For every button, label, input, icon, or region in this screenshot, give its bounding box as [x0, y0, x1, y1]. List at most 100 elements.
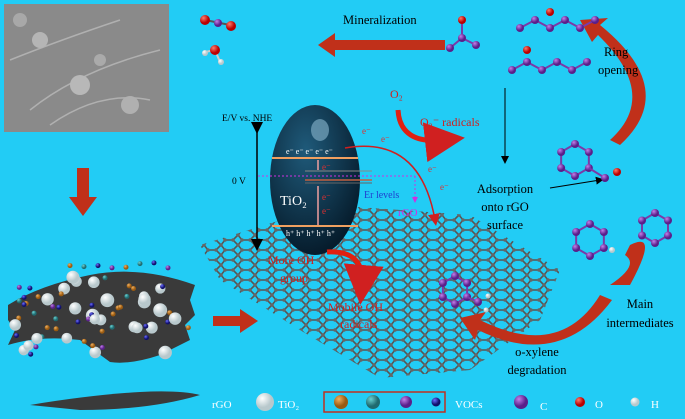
tio2-sphere [89, 314, 101, 325]
rgo-level-label: rGO [398, 207, 418, 219]
voc-sphere [334, 395, 348, 409]
o2-radicals-label: O₂⁻ radicals [420, 115, 480, 129]
carbon-atom [463, 279, 472, 287]
voc-sphere [160, 284, 166, 290]
adsorption-label: onto rGO [481, 200, 529, 214]
voc-sphere [16, 315, 22, 321]
voc-sphere [81, 338, 87, 344]
carbon-atom [446, 44, 454, 52]
carbon-atom [568, 66, 576, 74]
vb-holes: h⁺ h⁺ h⁺ h⁺ h⁺ [286, 229, 335, 238]
carbon-atom [583, 58, 591, 66]
voc-sphere [21, 302, 27, 307]
tio2-sphere [153, 303, 168, 318]
carbon-atom [516, 24, 524, 32]
voc-sphere [53, 316, 59, 322]
legend-tio2: TiO₂ [278, 399, 299, 411]
tio2-sphere [9, 319, 22, 331]
tio2-sphere [145, 321, 158, 334]
voc-sphere [16, 284, 22, 290]
tio2-sphere [41, 293, 54, 306]
carbon-atom [599, 228, 608, 236]
voc-sphere [126, 283, 132, 289]
carbon-atom [638, 216, 647, 225]
carbon-atom [451, 300, 459, 308]
vocs-legend-box [323, 391, 446, 413]
sem-micrograph [4, 4, 169, 132]
voc-sphere [90, 343, 96, 349]
carbon-atom [591, 16, 599, 24]
tio2-label: TiO₂ [280, 194, 307, 209]
voc-sphere [185, 325, 191, 331]
electron-label: e⁻ [362, 126, 371, 136]
voc-sphere [85, 316, 91, 322]
voc-sphere [81, 264, 87, 270]
tio2-sphere [69, 302, 82, 315]
tio2-particle: e⁻ e⁻ e⁻ e⁻ e⁻ h⁺ h⁺ h⁺ h⁺ h⁺ e⁻ e⁻ e⁻ T… [270, 105, 372, 255]
tio2-sphere [100, 293, 115, 308]
voc-sphere [99, 328, 105, 334]
voc-sphere [35, 294, 41, 300]
voc-sphere [143, 335, 149, 341]
tio2-sphere [158, 345, 172, 360]
voc-sphere [50, 304, 56, 309]
oxylene-label: o-xylene [515, 345, 559, 359]
carbon-atom [474, 298, 482, 306]
oxygen-atom [458, 16, 466, 24]
tio2-sphere [168, 312, 182, 325]
molecules [200, 8, 672, 313]
legend-h: H [651, 399, 659, 411]
carbon-atom [531, 16, 539, 24]
carbon-atom [586, 220, 594, 228]
voc-sphere [89, 302, 95, 308]
voc-sphere [99, 345, 105, 350]
voc-sphere [75, 319, 81, 325]
oxylene-label: degradation [507, 363, 567, 377]
adsorption-label: Adsorption [477, 182, 534, 196]
main-intermediates-label: Main [627, 297, 654, 311]
carbon-atom [214, 19, 222, 27]
voc-sphere [110, 311, 116, 317]
electron-label: e⁻ [322, 162, 331, 172]
down-arrow [69, 168, 97, 216]
ring-opening-label: opening [598, 63, 639, 77]
hydrogen-atom [485, 293, 491, 299]
tio2-legend-sphere [256, 393, 274, 411]
voc-sphere [31, 310, 37, 316]
voc-sphere [28, 351, 34, 357]
hydrogen-atom [218, 59, 224, 65]
voc-sphere [21, 294, 27, 300]
intermediates-arrow [610, 241, 645, 285]
rgo-composite-sheet [8, 260, 195, 363]
er-levels-label: Er levels [364, 190, 399, 201]
carbon-atom [546, 24, 554, 32]
voc-sphere [109, 324, 115, 330]
voc-sphere [118, 304, 123, 310]
rgo-legend-sheet [30, 391, 200, 410]
voc-sphere [151, 260, 157, 266]
tio2-sphere [66, 270, 80, 284]
carbon-atom [458, 34, 466, 42]
voc-sphere [137, 261, 143, 267]
carbon-atom [538, 66, 546, 74]
carbon-atom [651, 209, 659, 217]
voc-sphere [366, 395, 380, 409]
electron-label: e⁻ [381, 134, 390, 144]
oxygen-legend-sphere [575, 397, 585, 407]
carbon-atom [571, 140, 579, 148]
legend-o: O [595, 399, 603, 411]
voc-sphere [33, 344, 39, 350]
mobile-oh-label: Mobile OH [328, 300, 383, 314]
o2-reduction-arrow [395, 109, 465, 163]
energy-axis-label: E/V vs. NHE [222, 114, 272, 124]
carbon-atom [571, 172, 579, 180]
tio2-sphere [138, 293, 151, 306]
tio2-sphere [23, 340, 34, 351]
carbon-atom [572, 228, 581, 236]
voc-sphere [58, 291, 64, 297]
carbon-atom [557, 164, 566, 172]
oxygen-atom [546, 8, 554, 16]
voc-sphere [165, 265, 171, 271]
carbon-atom [601, 174, 609, 182]
